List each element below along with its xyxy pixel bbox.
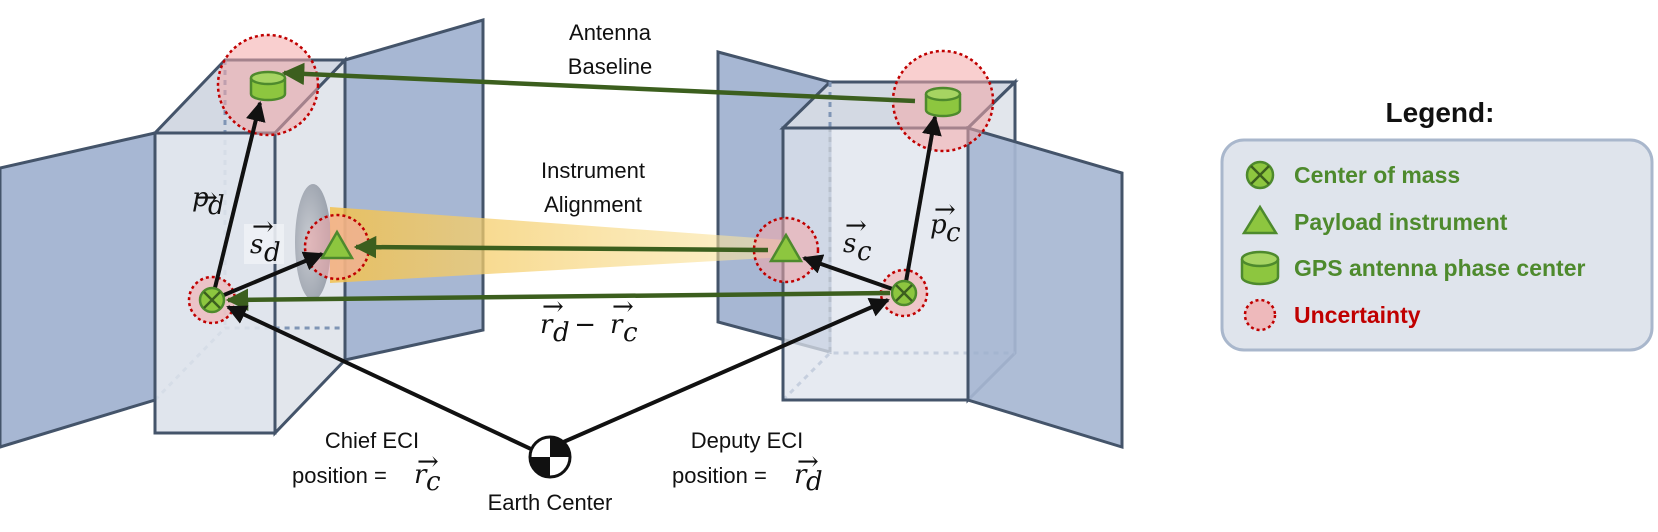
svg-text:d: d [208,191,225,221]
deputy-p-vector [902,115,942,294]
chief-center-of-mass-icon [198,286,226,314]
svg-text:→: → [845,211,867,241]
svg-text:→: → [612,292,634,322]
svg-text:p: p [192,183,209,213]
svg-text:r: r [414,460,428,490]
legend: Legend: Center of mass Payload instrumen… [1220,97,1654,352]
svg-text:r: r [540,310,554,340]
svg-text:s: s [250,230,263,260]
legend-gps-antenna-label: GPS antenna phase center [1294,255,1585,281]
deputy-gps-antenna-icon [924,86,962,118]
instrument-alignment-label-line1: Instrument [541,158,645,183]
instrument-alignment-arrow [353,235,769,259]
chief-left-solar-panel [0,131,157,449]
relative-position-label: → r d − → r c [540,292,638,348]
legend-center-of-mass-label: Center of mass [1294,162,1460,188]
antenna-baseline-label-line1: Antenna [569,20,652,45]
antenna-baseline-arrow [281,62,916,104]
earth-center-label: Earth Center [488,490,613,515]
svg-text:position =: position = [672,463,773,488]
chief-p-vector [210,101,266,301]
chief-gps-antenna-icon [249,70,287,102]
instrument-alignment-beam [330,207,785,283]
svg-text:c: c [857,237,872,267]
svg-text:d: d [806,467,823,497]
instrument-alignment-label-line2: Alignment [544,192,642,217]
svg-text:d: d [553,318,570,348]
legend-uncertainty-label: Uncertainty [1294,302,1421,328]
legend-payload-instrument-icon [1241,204,1279,235]
svg-text:r: r [794,460,808,490]
antenna-baseline-label-line2: Baseline [568,54,652,79]
svg-text:c: c [426,467,441,497]
svg-text:position =: position = [292,463,393,488]
deputy-eci-label-line1: Deputy ECI [691,428,804,453]
svg-text:r: r [610,310,624,340]
legend-title: Legend: [1386,97,1495,128]
chief-right-solar-panel [343,18,485,362]
p-c-label: → p c [930,195,961,248]
p-d-label: → p d [192,183,225,221]
chief-payload-instrument-icon [319,229,355,260]
legend-payload-instrument-label: Payload instrument [1294,209,1508,235]
legend-gps-antenna-icon [1240,250,1280,286]
deputy-eci-label-line2: position = → r d [672,447,823,497]
chief-s-vector [211,251,324,302]
relative-vectors [225,62,916,312]
legend-uncertainty-icon [1243,298,1277,332]
chief-eci-vector [226,305,549,459]
chief-eci-label-line2: position = → r c [292,447,441,497]
legend-box [1220,138,1654,352]
deputy-payload-instrument-icon [768,232,804,263]
svg-text:s: s [843,229,856,259]
legend-center-of-mass-icon [1245,160,1275,190]
deputy-eci-vector [551,298,890,449]
svg-text:−: − [566,310,604,340]
body-vectors [210,101,942,459]
svg-text:d: d [264,238,281,268]
svg-text:→: → [934,195,956,225]
s-c-label: → s c [843,211,872,267]
svg-text:→: → [797,447,819,477]
svg-text:p: p [930,210,947,240]
deputy-center-of-mass-icon [890,279,918,307]
s-d-label: → s d [244,212,284,268]
svg-text:→: → [196,183,218,213]
relative-position-arrow [225,288,891,312]
deputy-right-solar-panel [966,125,1124,450]
svg-text:→: → [252,212,274,242]
svg-text:→: → [417,447,439,477]
svg-text:→: → [542,292,564,322]
deputy-s-vector [802,254,905,295]
chief-eci-label-line1: Chief ECI [325,428,419,453]
svg-text:c: c [946,218,961,248]
svg-text:c: c [623,318,638,348]
earth-center-icon [528,435,572,479]
